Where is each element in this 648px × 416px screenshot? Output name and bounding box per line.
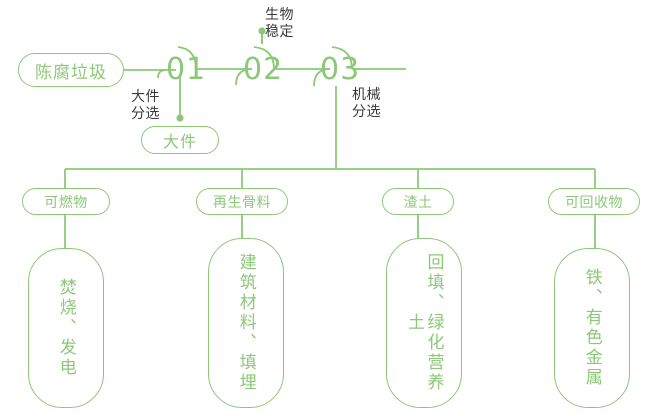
- stage-03-annotation: 机械 分选: [352, 86, 381, 120]
- wire-step-01-left-arc: [157, 69, 167, 79]
- stage-number-03[interactable]: 03: [320, 52, 361, 87]
- stage-number-01[interactable]: 01: [166, 52, 207, 87]
- stage-01-annotation: 大件 分选: [131, 88, 160, 122]
- wire-step-03-left-hook: [313, 68, 331, 87]
- branch-label-slag-soil[interactable]: 渣土: [382, 188, 454, 215]
- branch-label-recycled-aggregate[interactable]: 再生骨料: [196, 188, 288, 215]
- stage-number-02[interactable]: 02: [243, 52, 284, 87]
- outcome-box-recycled-aggregate[interactable]: 建筑材料、填埋: [208, 238, 284, 408]
- branch-label-recyclables[interactable]: 可回收物: [548, 188, 640, 215]
- wire-arc-over-step-03: [331, 46, 353, 70]
- dot-bio-connector: [258, 27, 266, 35]
- wire-arc-over-step-01: [177, 46, 197, 70]
- stage-01-annotation-line-2: 分选: [131, 105, 160, 121]
- wire-arc-over-step-02: [253, 46, 275, 70]
- outcome-box-slag-soil[interactable]: 回填、绿化营养土: [386, 238, 462, 408]
- outcome-box-combustible[interactable]: 焚烧、发电: [28, 248, 104, 408]
- wire-step-02-left-hook: [235, 68, 253, 86]
- branch-label-combustible[interactable]: 可燃物: [22, 188, 110, 215]
- side-output-node-bulky[interactable]: 大件: [141, 126, 219, 154]
- stage-02-annotation: 生物 稳定: [265, 6, 294, 40]
- outcome-box-recyclables[interactable]: 铁、有色金属: [554, 248, 630, 408]
- stage-02-annotation-line-1: 生物: [265, 6, 294, 22]
- stage-02-annotation-line-2: 稳定: [265, 23, 294, 39]
- source-node-stale-waste[interactable]: 陈腐垃圾: [18, 53, 124, 87]
- stage-01-annotation-line-1: 大件: [131, 88, 160, 104]
- dot-bulky-connector: [176, 114, 184, 122]
- stage-03-annotation-line-2: 分选: [352, 103, 381, 119]
- stage-03-annotation-line-1: 机械: [352, 86, 381, 102]
